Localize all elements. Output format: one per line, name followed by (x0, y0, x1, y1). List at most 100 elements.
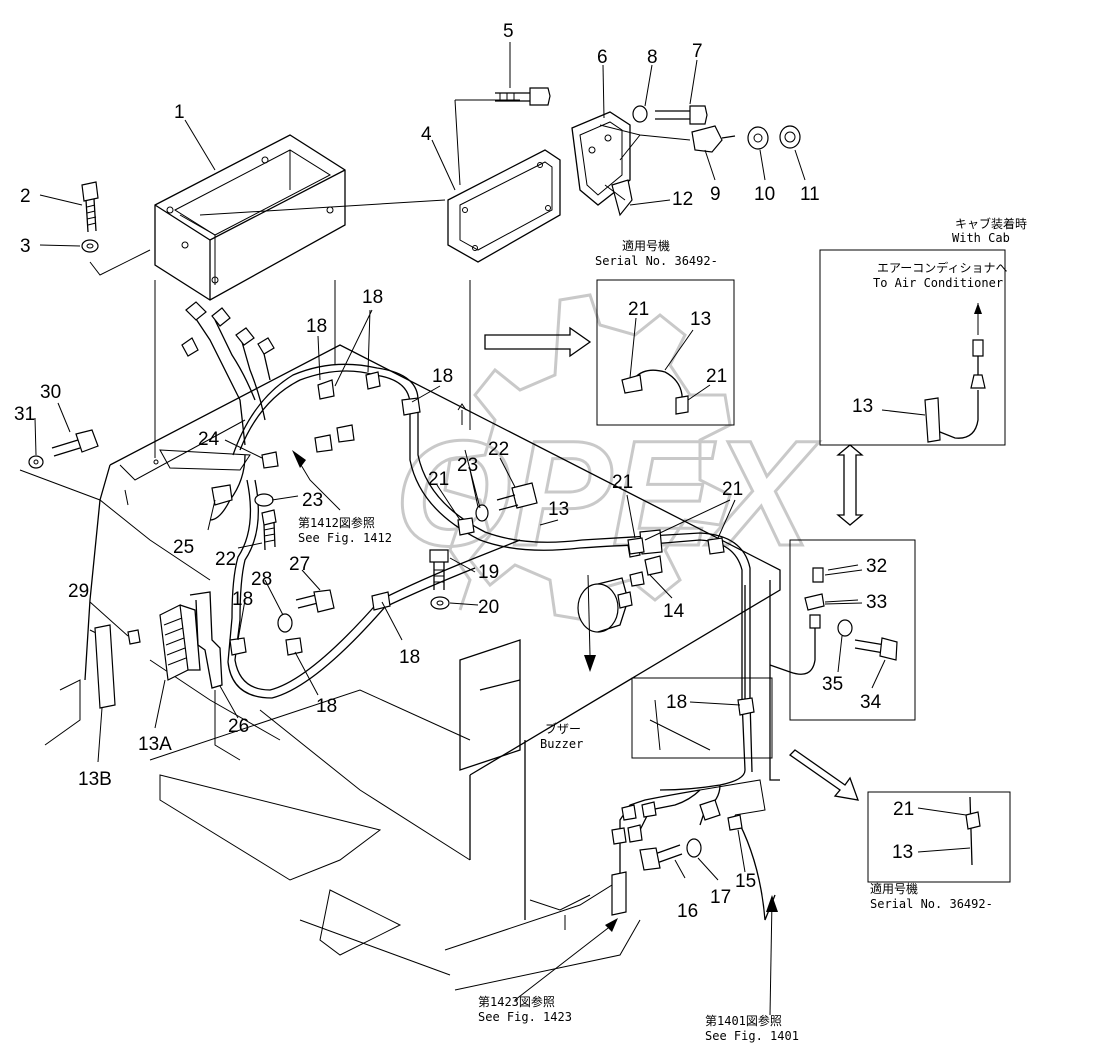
arrows (292, 326, 864, 1016)
part-7-bolt (655, 105, 708, 125)
label-20: 20 (478, 597, 499, 618)
caption-buzzer: Buzzer (540, 737, 583, 751)
label-2: 2 (20, 186, 31, 207)
label-13a: 13A (138, 734, 172, 755)
label-15: 15 (735, 871, 756, 892)
label-21-a: 21 (428, 469, 449, 490)
label-14: 14 (663, 601, 685, 622)
label-18-a: 18 (362, 287, 383, 308)
caption-serial-jp-2: 適用号機 (870, 881, 918, 896)
label-21-lower: 21 (893, 799, 914, 820)
part-6-bracket (571, 111, 631, 206)
label-23-b: 23 (302, 490, 323, 511)
inset-right-mid (769, 539, 916, 721)
watermark-text: OPEX (395, 409, 820, 577)
label-26: 26 (228, 716, 249, 737)
label-13-main: 13 (548, 499, 569, 520)
caption-to-ac: To Air Conditioner (873, 276, 1003, 290)
label-9: 9 (710, 184, 721, 205)
label-7: 7 (692, 41, 703, 62)
label-16: 16 (677, 901, 698, 922)
label-13b: 13B (78, 769, 112, 790)
label-5: 5 (503, 21, 514, 42)
label-23-a: 23 (457, 455, 478, 476)
label-18-b: 18 (306, 316, 327, 337)
caption-serial-2: Serial No. 36492- (870, 897, 993, 911)
inset-frame-lines (334, 280, 471, 430)
part-4-gasket (447, 149, 561, 263)
part-1-cover (154, 134, 346, 301)
label-21-b: 21 (612, 472, 633, 493)
wire-harness (181, 301, 776, 921)
inset-serial-lower (867, 791, 1011, 883)
label-21-c: 21 (722, 479, 743, 500)
cover-13b (94, 624, 116, 709)
label-21-inset: 21 (628, 299, 649, 320)
label-24: 24 (198, 429, 220, 450)
label-21-inset-b: 21 (706, 366, 727, 387)
label-6: 6 (597, 47, 608, 68)
label-17: 17 (710, 887, 731, 908)
caption-fig1412: See Fig. 1412 (298, 531, 392, 545)
label-30: 30 (40, 382, 61, 403)
caption-serial-1: Serial No. 36492- (595, 254, 718, 268)
fasteners (28, 429, 702, 871)
part-5-bolt (495, 87, 551, 106)
label-18-e: 18 (399, 647, 420, 668)
label-35: 35 (822, 674, 843, 695)
part-9-switch (691, 125, 736, 153)
label-18-c: 18 (432, 366, 453, 387)
part-2-bolt (81, 181, 99, 233)
leader-lines (34, 42, 886, 881)
inset-lower-clip (631, 677, 773, 759)
label-4: 4 (421, 124, 432, 145)
part-11-cap (779, 125, 801, 149)
label-18-f: 18 (316, 696, 337, 717)
label-27: 27 (289, 554, 310, 575)
caption-serial-jp-1: 適用号機 (622, 238, 670, 253)
caption-fig1401-jp: 第1401図参照 (705, 1013, 782, 1028)
label-33: 33 (866, 592, 887, 613)
relay-13a (159, 604, 201, 681)
caption-fig1423-jp: 第1423図参照 (478, 994, 555, 1009)
part-29 (127, 629, 141, 645)
caption-with-cab-jp: キャブ装着時 (955, 216, 1027, 231)
clips (229, 371, 755, 716)
label-13-cab: 13 (852, 396, 873, 417)
label-22-a: 22 (488, 439, 509, 460)
caption-with-cab: With Cab (952, 231, 1010, 245)
label-10: 10 (754, 184, 775, 205)
label-11: 11 (800, 184, 820, 205)
caption-fig1423: See Fig. 1423 (478, 1010, 572, 1024)
caption-fig1401: See Fig. 1401 (705, 1029, 799, 1043)
label-1: 1 (174, 102, 185, 123)
buzzer (577, 555, 663, 633)
part-3-washer (81, 239, 99, 253)
label-22-b: 22 (215, 549, 236, 570)
label-25: 25 (173, 537, 194, 558)
watermark: OPEX (394, 293, 821, 622)
label-29: 29 (68, 581, 89, 602)
label-34: 34 (860, 692, 882, 713)
inset-serial-upper (596, 279, 735, 426)
main-frame (19, 280, 781, 991)
caption-buzzer-jp: ブザー (545, 721, 581, 736)
label-3: 3 (20, 236, 31, 257)
label-13-inset: 13 (690, 309, 711, 330)
label-13-lower: 13 (892, 842, 913, 863)
captions: キャブ装着時 With Cab エアーコンディショナへ To Air Condi… (298, 216, 1027, 1043)
label-32: 32 (866, 556, 887, 577)
part-10-nut (747, 126, 769, 150)
label-19: 19 (478, 562, 499, 583)
label-31: 31 (14, 404, 35, 425)
bracket-26 (189, 591, 223, 689)
label-12: 12 (672, 189, 693, 210)
inset-with-cab (819, 249, 1006, 446)
label-18-g: 18 (666, 692, 687, 713)
caption-fig1412-jp: 第1412図参照 (298, 515, 375, 530)
part-labels: 1 2 3 4 5 6 7 8 9 10 11 12 13 13 13 13 1… (14, 21, 914, 922)
caption-to-ac-jp: エアーコンディショナへ (877, 260, 1007, 275)
part-8-washer (632, 105, 648, 123)
